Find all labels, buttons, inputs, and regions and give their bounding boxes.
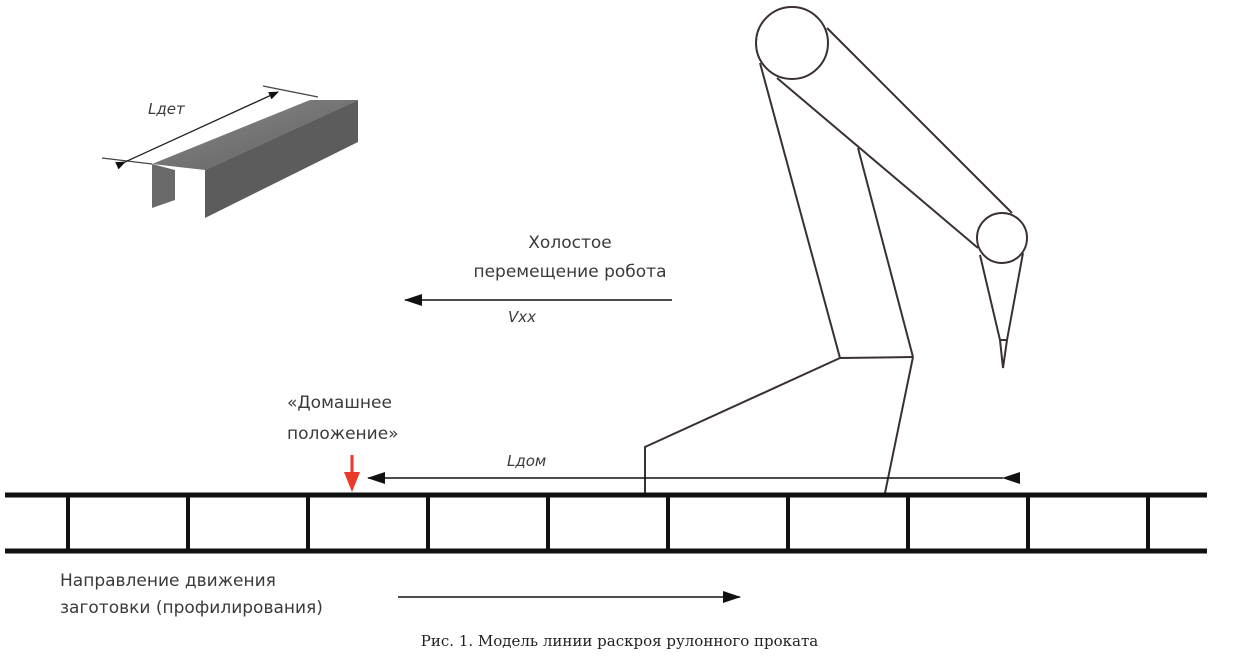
idle-move-label-1: Холостое	[528, 233, 612, 253]
home-label-2: положение»	[287, 424, 399, 444]
wrist-joint	[976, 212, 1028, 264]
part-length-label: Lдет	[148, 100, 185, 118]
home-distance-label: Lдом	[507, 452, 547, 470]
part-length-arrow	[115, 91, 279, 170]
shoulder-joint	[755, 6, 829, 80]
idle-move-label-2: перемещение робота	[473, 262, 667, 282]
direction-label-2: заготовки (профилирования)	[60, 598, 323, 618]
profile-part	[101, 85, 358, 218]
conveyor	[5, 492, 1207, 554]
direction-label-1: Направление движения	[60, 571, 276, 591]
idle-speed-label: Vхх	[508, 308, 537, 326]
robot-arm	[644, 6, 1028, 494]
home-label-1: «Домашнее	[287, 393, 392, 413]
cutting-tool	[979, 252, 1024, 369]
home-marker-icon	[344, 455, 360, 492]
figure-caption: Рис. 1. Модель линии раскроя рулонного п…	[420, 632, 819, 650]
